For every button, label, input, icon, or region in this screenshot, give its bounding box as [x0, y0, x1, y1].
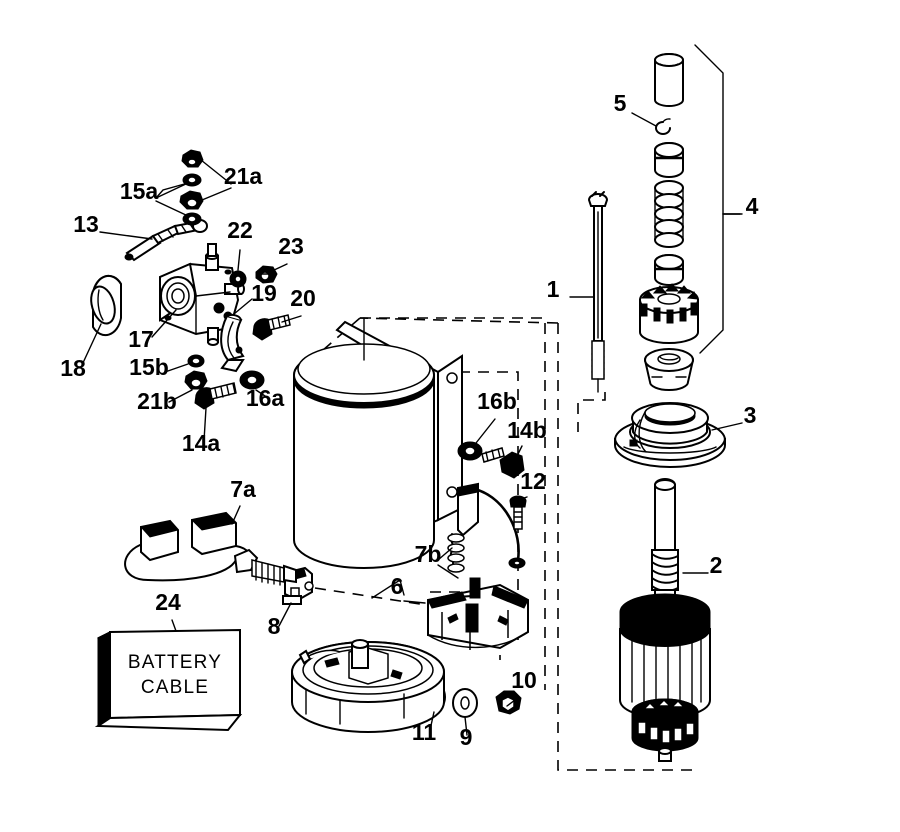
part-23-hex-nut: [255, 265, 278, 284]
commutator-bars: [637, 698, 695, 744]
callout-24: 24: [155, 589, 181, 615]
part-1-through-bolt: [587, 191, 609, 393]
callout-2: 2: [710, 552, 723, 578]
callout-5: 5: [614, 90, 627, 116]
part-24-battery-cable-box: [94, 628, 243, 732]
callout-4: 4: [746, 193, 759, 219]
part-16a-washer: [239, 370, 265, 390]
part-22-lock-washer: [229, 270, 247, 288]
part-21a2-hex-nut: [179, 190, 204, 210]
callout-13: 13: [73, 211, 99, 237]
callout-21b: 21b: [137, 388, 177, 414]
part-15b-lock-washer-lower: [187, 354, 205, 368]
part-7b-brush-spring: [447, 482, 526, 573]
part-10-hex-nut: [495, 690, 522, 715]
battery-cable-label: BATTERY CABLE: [128, 652, 222, 698]
callout-9: 9: [460, 724, 473, 750]
callout-14a: 14a: [182, 430, 221, 456]
drive-sleeve: [654, 53, 684, 107]
callout-6: 6: [391, 573, 404, 599]
drive-thrust-collar: [643, 348, 695, 391]
callout-23: 23: [278, 233, 304, 259]
part-7-brush-set: [124, 511, 297, 586]
part-2-armature: [619, 478, 711, 762]
part-21a-hex-nut-upper: [181, 149, 204, 168]
callout-15b: 15b: [129, 354, 169, 380]
brush-lead-coil: [251, 559, 297, 586]
part-17-starter-solenoid: [159, 243, 245, 346]
commutator-end-cap: [291, 639, 445, 733]
part-20-screw: [252, 314, 291, 341]
part-14a-screw: [194, 382, 237, 410]
motor-frame-can: [293, 317, 463, 569]
part-16b-washer: [457, 441, 483, 461]
part-14b-screw: [481, 447, 525, 479]
callout-3: 3: [744, 402, 757, 428]
callout-16b: 16b: [477, 388, 517, 414]
callout-15a: 15a: [120, 178, 159, 204]
callout-17: 17: [128, 326, 154, 352]
part-19-solenoid-bracket: [220, 313, 245, 373]
callout-labels: 1 2 3 4 5 6 7a 7b 8 9 10 11 12 13 14a 14…: [60, 90, 758, 750]
armature-windings: [625, 595, 705, 613]
callout-7b: 7b: [415, 541, 442, 567]
drive-spring: [654, 180, 684, 248]
callout-8: 8: [268, 613, 281, 639]
battery-cable-line1: BATTERY: [128, 652, 222, 673]
callout-19: 19: [251, 280, 277, 306]
part-4-drive-assembly: [639, 53, 699, 391]
callout-7a: 7a: [230, 476, 256, 502]
callout-18: 18: [60, 355, 86, 381]
callout-20: 20: [290, 285, 316, 311]
pinion-teeth: [640, 283, 699, 324]
battery-cable-line2: CABLE: [141, 677, 209, 698]
callout-1: 1: [547, 276, 560, 302]
brush-spring-coil: [447, 533, 465, 573]
callout-12: 12: [520, 468, 546, 494]
callout-11: 11: [412, 719, 437, 745]
drive-spacer-lower: [654, 254, 684, 286]
part-9-flat-washer: [452, 688, 478, 718]
callout-14b: 14b: [507, 417, 547, 443]
part-6-brush-holder: [427, 577, 529, 650]
drive-spacer-upper: [654, 142, 684, 178]
retaining-ring: [655, 118, 671, 135]
bolt-threads: [591, 340, 605, 380]
pinion-gear: [639, 283, 699, 344]
callout-10: 10: [511, 667, 537, 693]
armature-spline: [651, 549, 679, 592]
leader-lines: [81, 112, 743, 736]
callout-22: 22: [227, 217, 253, 243]
part-3-drive-end-housing: [614, 402, 726, 468]
armature-laminations: [631, 631, 702, 714]
callout-21a: 21a: [224, 163, 263, 189]
part-18-rubber-boot: [90, 274, 122, 337]
part-21b-hex-nut-lower: [184, 370, 208, 390]
callout-16a: 16a: [246, 385, 285, 411]
